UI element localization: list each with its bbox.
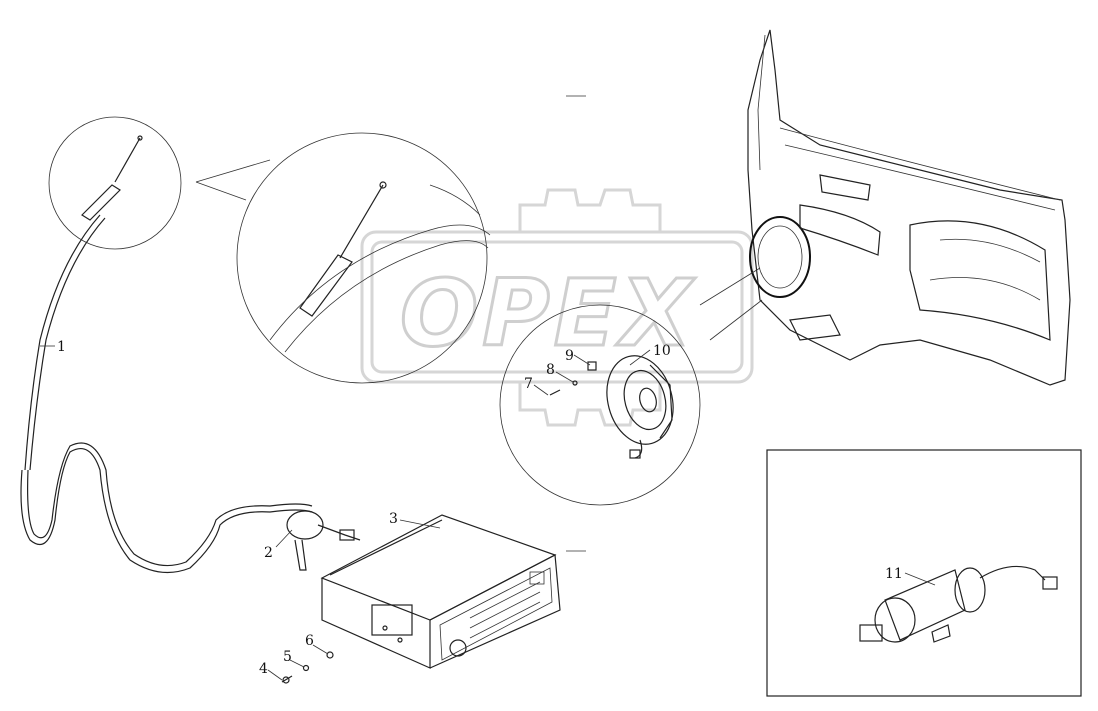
leader-lines: [40, 345, 936, 681]
watermark-text: OPEX: [400, 260, 695, 367]
radio-unit: [320, 514, 561, 669]
callout-6: 6: [305, 633, 314, 649]
callout-7: 7: [524, 376, 533, 392]
callout-5: 5: [283, 649, 292, 665]
connector-clip: [286, 510, 361, 571]
speaker-detail: [499, 304, 701, 506]
callout-1: 1: [57, 339, 66, 355]
antenna-detail-small: [48, 116, 182, 250]
callout-4: 4: [259, 661, 268, 677]
callout-9: 9: [565, 348, 574, 364]
callout-8: 8: [546, 362, 555, 378]
antenna-cable: [20, 214, 313, 574]
fasteners: [281, 651, 334, 684]
antenna-detail-large: [195, 132, 491, 384]
callout-10: 10: [653, 343, 671, 359]
door-panel: [699, 29, 1071, 386]
callout-3: 3: [389, 511, 398, 527]
callout-2: 2: [264, 545, 273, 561]
opex-watermark: OPEX: [360, 188, 754, 427]
inset-box: [766, 449, 1082, 697]
callout-11: 11: [885, 566, 903, 582]
